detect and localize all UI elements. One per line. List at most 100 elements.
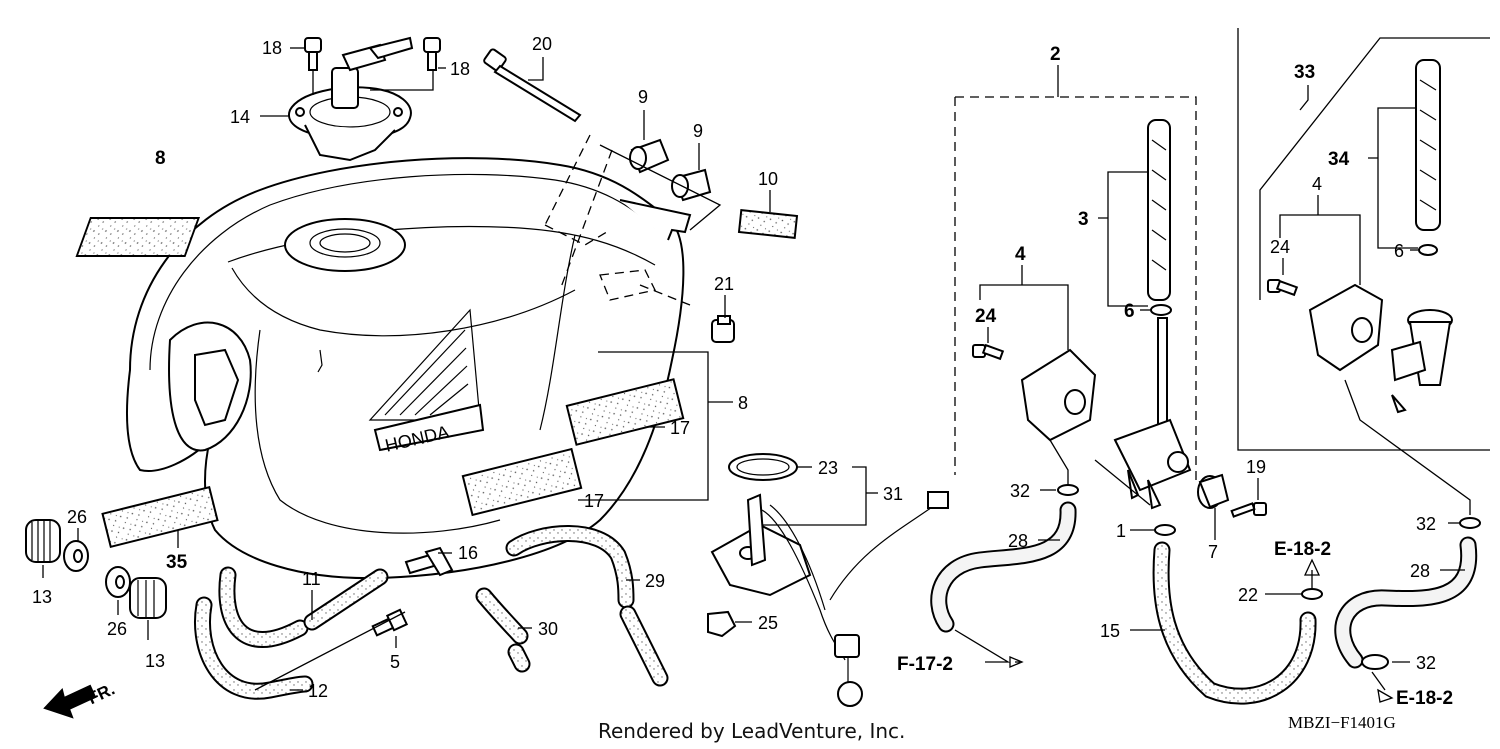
callout-8-right: 8 — [738, 393, 748, 413]
callout-18-right: 18 — [450, 59, 470, 79]
fuel-sender-unit — [710, 453, 949, 707]
bracket-33-box — [1237, 28, 1490, 451]
callout-35: 35 — [166, 552, 188, 573]
hose-12 — [194, 596, 314, 700]
tube-11 — [303, 568, 389, 631]
credit-text: Rendered by LeadVenture, Inc. — [598, 719, 905, 743]
petcock-lever-4-right — [1308, 283, 1384, 372]
callout-24-right: 24 — [1270, 237, 1290, 257]
callout-28-left: 28 — [1008, 531, 1028, 551]
strainer-3 — [1147, 119, 1171, 301]
washer-26-left — [63, 540, 89, 572]
pad-8-left — [75, 217, 201, 257]
callout-32-right: 32 — [1416, 514, 1436, 534]
o-ring-6-left — [1150, 304, 1172, 316]
callout-13-left: 13 — [32, 587, 52, 607]
ref-f17: F-17-2 — [897, 654, 953, 675]
callout-33: 33 — [1294, 62, 1315, 83]
screw-19 — [1230, 502, 1267, 518]
joint-16 — [404, 546, 454, 577]
nut-21 — [711, 315, 735, 343]
pad-17-top — [565, 378, 685, 446]
callout-9-right: 9 — [693, 121, 703, 141]
pad-10 — [737, 209, 799, 239]
callout-23: 23 — [818, 458, 838, 478]
screw-18-right — [423, 37, 441, 71]
hose-29 — [505, 525, 669, 687]
callout-3: 3 — [1078, 209, 1089, 230]
callout-32-bottom: 32 — [1416, 653, 1436, 673]
callout-26-right: 26 — [107, 619, 127, 639]
callout-31: 31 — [883, 484, 903, 504]
pad-17-bottom — [461, 447, 583, 517]
callout-29: 29 — [645, 571, 665, 591]
callout-12: 12 — [308, 681, 328, 701]
cap-7 — [1197, 473, 1230, 509]
ref-e18-top: E-18-2 — [1274, 539, 1331, 560]
washer-26-right — [105, 566, 131, 598]
callout-26-left: 26 — [67, 507, 87, 527]
callout-1: 1 — [1116, 521, 1126, 541]
petcock-valve — [1113, 317, 1192, 510]
callout-7: 7 — [1208, 542, 1218, 562]
callout-17-top: 17 — [670, 418, 690, 438]
callout-2: 2 — [1050, 44, 1061, 65]
callout-21: 21 — [714, 274, 734, 294]
callout-14: 14 — [230, 107, 250, 127]
leader-lines — [42, 47, 1471, 703]
callout-6-left: 6 — [1124, 301, 1135, 322]
screw-24-right — [1267, 279, 1299, 297]
ref-e18-bottom: E-18-2 — [1396, 688, 1453, 709]
callout-8-left: 8 — [155, 148, 166, 169]
clip-22 — [1301, 588, 1323, 600]
callout-16: 16 — [458, 543, 478, 563]
bracket-2-box — [954, 96, 1197, 480]
strainer-34 — [1415, 59, 1441, 231]
clip-32-right — [1459, 517, 1481, 529]
callout-10: 10 — [758, 169, 778, 189]
hose-30 — [475, 587, 531, 673]
callout-13-right: 13 — [145, 651, 165, 671]
o-ring-6-right — [1418, 244, 1438, 256]
callout-25: 25 — [758, 613, 778, 633]
hose-28-right — [1334, 536, 1478, 669]
cap-13-right — [129, 577, 167, 619]
front-direction-marker: FR. — [43, 679, 118, 719]
callout-20: 20 — [532, 34, 552, 54]
callout-18-left: 18 — [262, 38, 282, 58]
cap-13-left — [25, 519, 61, 563]
hose-28-left — [930, 501, 1077, 633]
callout-9-left: 9 — [638, 87, 648, 107]
collar-9a — [629, 138, 670, 174]
callout-30: 30 — [538, 619, 558, 639]
callout-6-right: 6 — [1394, 241, 1404, 261]
callout-4-left: 4 — [1015, 244, 1026, 265]
pad-35 — [101, 485, 219, 549]
callout-32-left: 32 — [1010, 481, 1030, 501]
petcock-lever-4-left — [1020, 348, 1097, 442]
callout-28-right: 28 — [1410, 561, 1430, 581]
callout-4-right: 4 — [1312, 174, 1322, 194]
clip-1 — [1154, 524, 1176, 536]
fitting-5 — [371, 608, 409, 637]
callout-11: 11 — [302, 569, 321, 589]
hose-11-bend — [218, 566, 309, 648]
callout-22: 22 — [1238, 585, 1258, 605]
callout-5: 5 — [390, 652, 400, 672]
valve-body-right — [1390, 309, 1453, 414]
nut-25 — [707, 610, 737, 638]
callout-19: 19 — [1246, 457, 1266, 477]
clip-32-left — [1057, 484, 1079, 496]
clip-32-bottom — [1361, 654, 1389, 670]
hose-15 — [1152, 541, 1317, 705]
callout-15: 15 — [1100, 621, 1120, 641]
diagram-code: MBZI−F1401G — [1288, 713, 1396, 732]
callout-labels: 18 18 14 20 9 9 10 8 21 8 17 17 35 26 26… — [32, 34, 1436, 701]
screw-24-left — [972, 343, 1005, 361]
callout-24-left: 24 — [975, 306, 997, 327]
fuel-cap-assembly — [288, 36, 414, 162]
front-marker-text: FR. — [85, 679, 118, 708]
callout-17-bottom: 17 — [584, 491, 604, 511]
honda-wing-emblem: HONDA — [368, 308, 485, 456]
bolt-20 — [483, 48, 582, 123]
